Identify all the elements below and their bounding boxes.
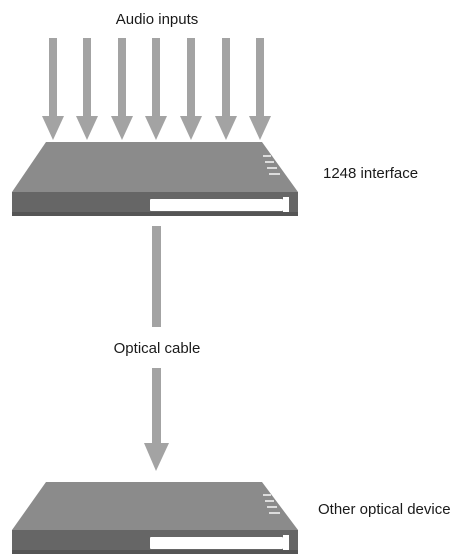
device-top-surface — [12, 482, 298, 530]
device-base — [12, 212, 298, 216]
device-display-edge — [283, 197, 289, 212]
optical-cable-upper — [152, 226, 161, 327]
optical-cable-label: Optical cable — [114, 340, 201, 357]
audio-inputs-label: Audio inputs — [116, 11, 199, 28]
device-display-slot — [150, 537, 283, 549]
device-display-edge — [283, 535, 289, 550]
audio-input-arrow — [215, 38, 237, 140]
audio-input-arrow — [76, 38, 98, 140]
device-top-surface — [12, 142, 298, 192]
other-device-label: Other optical device — [318, 501, 451, 518]
audio-input-arrow — [180, 38, 202, 140]
audio-input-arrow — [42, 38, 64, 140]
device-vent-lines — [263, 494, 280, 514]
interface-label: 1248 interface — [323, 165, 418, 182]
interface-device — [12, 142, 298, 216]
device-display-slot — [150, 199, 283, 211]
optical-cable-arrow — [144, 368, 169, 471]
audio-input-arrow — [111, 38, 133, 140]
other-optical-device — [12, 482, 298, 554]
device-base — [12, 550, 298, 554]
audio-input-arrows — [42, 38, 271, 140]
device-vent-lines — [263, 155, 280, 175]
audio-input-arrow — [249, 38, 271, 140]
audio-input-arrow — [145, 38, 167, 140]
